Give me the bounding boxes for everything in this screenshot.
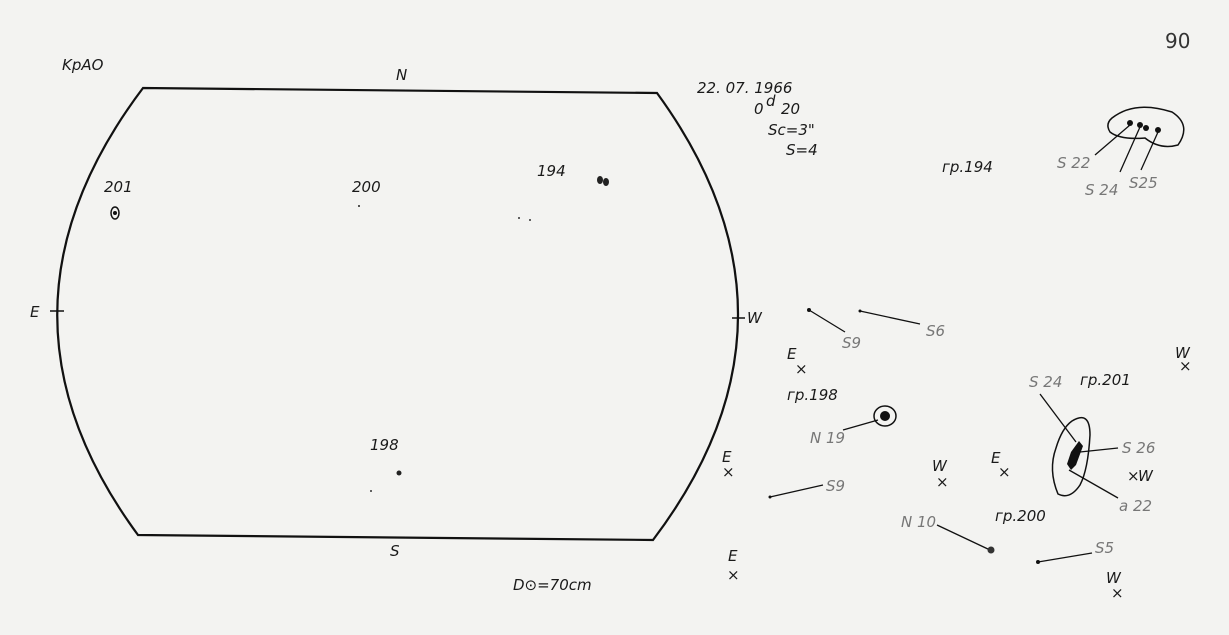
west-marker: W — [932, 457, 948, 475]
east-marker: E — [787, 345, 797, 363]
leader-line — [1068, 469, 1119, 499]
spot-label: S 24 — [1029, 373, 1062, 391]
spot-label: S25 — [1129, 174, 1158, 192]
x-mark: × — [727, 566, 740, 584]
spot-label: S 26 — [1122, 439, 1155, 457]
spot-label: N 19 — [810, 429, 845, 447]
observation-date: 22. 07. 1966 — [697, 79, 792, 97]
spot — [1143, 125, 1149, 131]
spot-200 — [358, 205, 360, 207]
spot-198 — [396, 470, 402, 476]
spot-label: S5 — [1095, 539, 1114, 557]
seeing-value: Sc=3" — [768, 121, 815, 139]
spot-label: N 10 — [901, 513, 936, 531]
disk-group-194-label: 194 — [537, 162, 566, 180]
page-number: 90 — [1165, 29, 1190, 53]
x-mark: × — [1111, 584, 1124, 602]
east-marker: E — [722, 448, 732, 466]
group-194-penumbra — [1107, 106, 1185, 148]
scale-value: S=4 — [786, 141, 818, 159]
spot-dot — [518, 217, 520, 219]
leader-line — [1037, 552, 1093, 563]
x-mark: × — [1127, 467, 1140, 485]
leader-line — [859, 310, 921, 325]
observation-time-sup: d — [766, 92, 776, 110]
disk-group-201-label: 201 — [104, 178, 133, 196]
disk-diameter-label: D⊙=70cm — [513, 576, 592, 594]
east-marker: E — [728, 547, 738, 565]
spot-194a — [597, 176, 603, 184]
x-mark: × — [998, 463, 1011, 481]
disk-group-198-label: 198 — [370, 436, 399, 454]
group-200-label: гр.200 — [995, 507, 1046, 525]
disk-west-label: W — [747, 309, 763, 327]
observation-time-prefix: 0 — [754, 100, 764, 118]
disk-east-label: E — [30, 303, 40, 321]
spot-194b — [603, 178, 609, 186]
observation-time: 20 — [781, 100, 800, 118]
spot-label: a 22 — [1119, 497, 1152, 515]
group-198-label: гр.198 — [787, 386, 838, 404]
spot-label: S9 — [842, 334, 861, 352]
leader-line — [769, 484, 824, 498]
group-201-label: гр.201 — [1080, 371, 1131, 389]
leader-line — [1140, 131, 1159, 171]
leader-line — [936, 524, 991, 551]
spot — [880, 411, 890, 421]
disk-group-200-label: 200 — [352, 178, 381, 196]
leader-line — [808, 309, 846, 333]
spot-label: S9 — [826, 477, 845, 495]
observatory-label: KpAO — [62, 56, 104, 74]
spot-label: S 24 — [1085, 181, 1118, 199]
leader-line — [1119, 126, 1141, 173]
spot — [1155, 127, 1161, 133]
spot-201 — [110, 206, 120, 220]
disk-south-label: S — [390, 542, 400, 560]
group-194-label: гр.194 — [942, 158, 993, 176]
spot-dot — [529, 219, 531, 221]
x-mark: × — [1179, 357, 1192, 375]
solar-disk-outline — [56, 86, 740, 542]
spot-label: S6 — [926, 322, 945, 340]
west-marker: W — [1175, 344, 1191, 362]
group-198-penumbra — [873, 405, 897, 427]
spot — [1137, 122, 1143, 128]
leader-line — [1094, 124, 1131, 156]
spot — [1127, 120, 1133, 126]
leader-line — [842, 419, 879, 431]
disk-north-label: N — [396, 66, 407, 84]
spot-dot — [370, 490, 372, 492]
x-mark: × — [722, 463, 735, 481]
spot — [1067, 441, 1083, 470]
west-marker: W — [1138, 467, 1154, 485]
x-mark: × — [795, 360, 808, 378]
east-marker: E — [991, 449, 1001, 467]
spot-201-umbra — [113, 211, 117, 215]
spot-label: S 22 — [1057, 154, 1090, 172]
spot — [987, 546, 995, 554]
leader-line — [1079, 447, 1119, 453]
x-mark: × — [936, 473, 949, 491]
leader-line — [1039, 393, 1077, 443]
group-201-penumbra — [1051, 417, 1091, 497]
west-marker: W — [1106, 569, 1122, 587]
